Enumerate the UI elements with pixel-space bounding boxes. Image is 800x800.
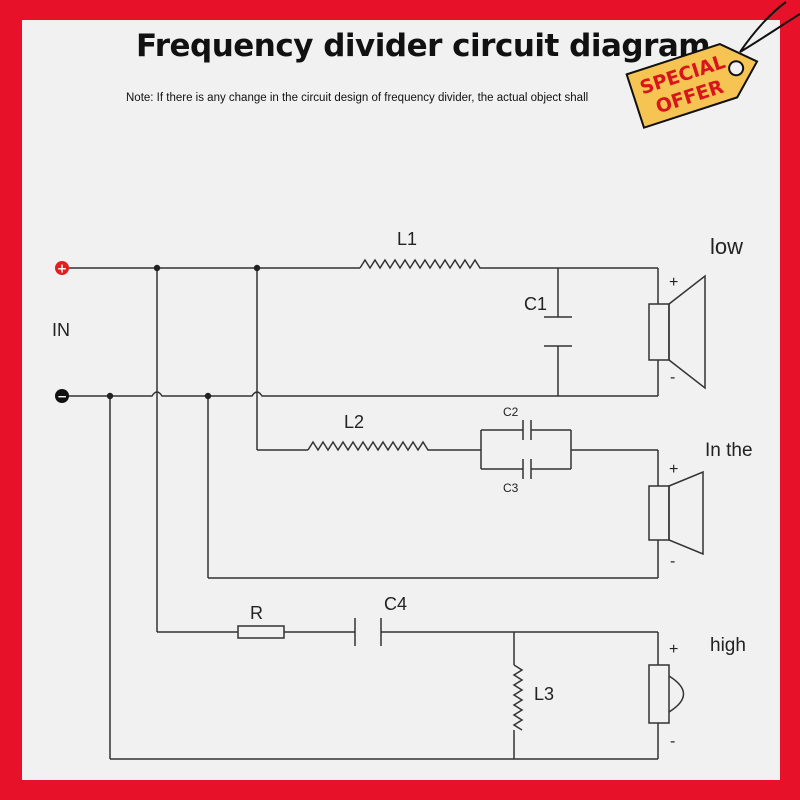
positive-terminal-symbol: + bbox=[57, 262, 67, 276]
negative-terminal-icon: − bbox=[55, 389, 69, 404]
resistor-r bbox=[237, 625, 285, 639]
speaker-high-dome bbox=[668, 675, 685, 713]
label-l3: L3 bbox=[534, 684, 554, 704]
label-mid: In the bbox=[705, 440, 753, 461]
positive-terminal-icon: + bbox=[55, 261, 69, 276]
label-l1: L1 bbox=[397, 229, 417, 249]
speaker-mid-minus: - bbox=[670, 553, 675, 570]
inductor-l1 bbox=[359, 258, 485, 270]
negative-terminal-symbol: − bbox=[57, 390, 67, 404]
diagram-canvas: Frequency divider circuit diagram Note: … bbox=[22, 20, 780, 780]
speaker-high-magnet bbox=[648, 664, 670, 724]
label-c4: C4 bbox=[384, 594, 407, 614]
label-high: high bbox=[710, 635, 746, 656]
speaker-low-magnet bbox=[648, 303, 670, 361]
wire-negative-rail bbox=[66, 391, 658, 397]
speaker-low-minus: - bbox=[670, 369, 675, 386]
speaker-high-minus: - bbox=[670, 733, 675, 750]
speaker-high-plus: + bbox=[669, 641, 678, 658]
junction-dot bbox=[106, 392, 114, 400]
diagram-note: Note: If there is any change in the circ… bbox=[126, 92, 589, 104]
inductor-l2 bbox=[307, 440, 433, 452]
diagram-title: Frequency divider circuit diagram bbox=[136, 28, 711, 64]
circuit-diagram: + − IN L1 C1 L2 C2 C3 R C4 L3 low In the… bbox=[52, 229, 753, 760]
junction-dot bbox=[153, 264, 161, 272]
label-c2: C2 bbox=[503, 405, 519, 419]
label-r: R bbox=[250, 603, 263, 623]
label-c3: C3 bbox=[503, 481, 519, 495]
speaker-low-cone bbox=[668, 274, 706, 390]
junction-dot bbox=[253, 264, 261, 272]
speaker-mid-magnet bbox=[648, 485, 670, 541]
speaker-mid-plus: + bbox=[669, 461, 678, 478]
label-in: IN bbox=[52, 320, 70, 340]
label-low: low bbox=[710, 234, 743, 259]
speaker-mid-cone bbox=[668, 470, 704, 556]
junction-dot bbox=[204, 392, 212, 400]
label-l2: L2 bbox=[344, 412, 364, 432]
inductor-l3 bbox=[512, 664, 524, 731]
speaker-low-plus: + bbox=[669, 274, 678, 291]
label-c1: C1 bbox=[524, 294, 547, 314]
